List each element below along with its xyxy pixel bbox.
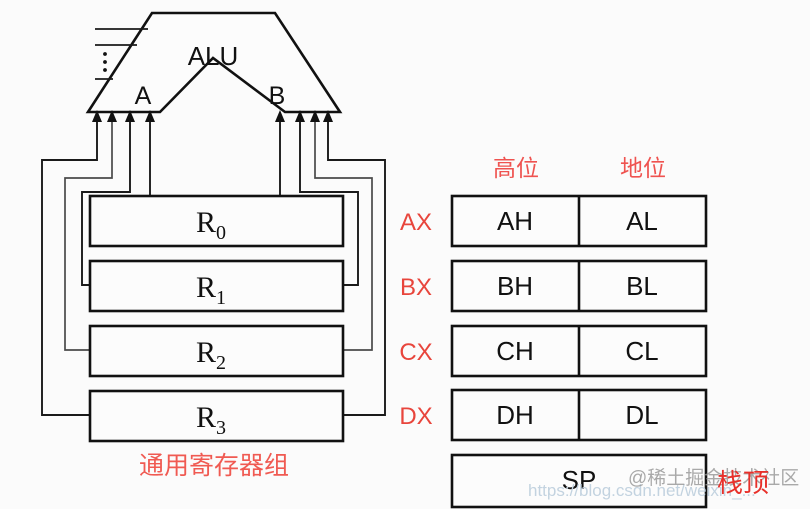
register-label-r1: R1 xyxy=(196,271,226,309)
bus-wire-r2-to-a xyxy=(64,118,113,351)
register-cell-al: AL xyxy=(626,206,658,236)
register-box-r2[interactable] xyxy=(88,324,345,378)
column-header-high: 高位 xyxy=(493,155,539,181)
vertical-ellipsis-icon xyxy=(103,52,107,56)
register-cell-ch: CH xyxy=(496,336,534,366)
register-label-bx: BX xyxy=(400,274,432,301)
vertical-ellipsis-icon xyxy=(103,68,107,72)
bus-arrow-b-1 xyxy=(275,110,285,122)
watermark-url: https://blog.csdn.net/weixin_... xyxy=(528,481,756,500)
bus-wire-r3-to-a xyxy=(41,118,98,416)
bus-arrow-b-3 xyxy=(310,110,320,122)
register-box-r1[interactable] xyxy=(88,259,345,313)
bus-wire-r1-to-b xyxy=(299,118,359,286)
register-cell-ah: AH xyxy=(497,206,533,236)
bus-wire-r3-to-b xyxy=(327,118,386,416)
register-label-r2: R2 xyxy=(196,336,226,374)
column-header-low: 地位 xyxy=(620,155,666,181)
bus-arrow-b-2 xyxy=(295,110,305,122)
bus-arrow-a-2 xyxy=(107,110,117,122)
general-register-group-caption: 通用寄存器组 xyxy=(139,452,289,480)
bus-arrow-b-4 xyxy=(323,110,333,122)
alu-input-b-label: B xyxy=(269,82,286,110)
register-box-r0[interactable] xyxy=(88,194,345,248)
register-cell-dh: DH xyxy=(496,400,534,430)
bus-arrow-a-4 xyxy=(145,110,155,122)
bus-arrow-a-1 xyxy=(92,110,102,122)
bus-wire-r2-to-b xyxy=(314,118,373,351)
watermark-brand: @稀土掘金技术社区 xyxy=(628,467,799,489)
vertical-ellipsis-icon xyxy=(103,60,107,64)
register-label-r3: R3 xyxy=(196,401,226,439)
register-label-dx: DX xyxy=(399,403,432,430)
register-cell-sp: SP xyxy=(562,465,597,495)
register-box-sp[interactable] xyxy=(450,453,708,509)
register-cell-dl: DL xyxy=(625,400,658,430)
register-cell-bl: BL xyxy=(626,271,658,301)
register-cell-cl: CL xyxy=(625,336,658,366)
register-label-r0: R0 xyxy=(196,206,226,244)
register-cell-bh: BH xyxy=(497,271,533,301)
stack-top-annotation: 栈顶 xyxy=(717,468,769,498)
register-box-r3[interactable] xyxy=(88,389,345,443)
alu-input-a-label: A xyxy=(135,82,152,110)
alu-body xyxy=(85,11,343,114)
alu-title: ALU xyxy=(188,41,239,71)
bus-arrow-a-3 xyxy=(125,110,135,122)
bus-wire-r1-to-a xyxy=(81,118,131,286)
register-label-cx: CX xyxy=(399,339,432,366)
register-label-ax: AX xyxy=(400,209,432,236)
